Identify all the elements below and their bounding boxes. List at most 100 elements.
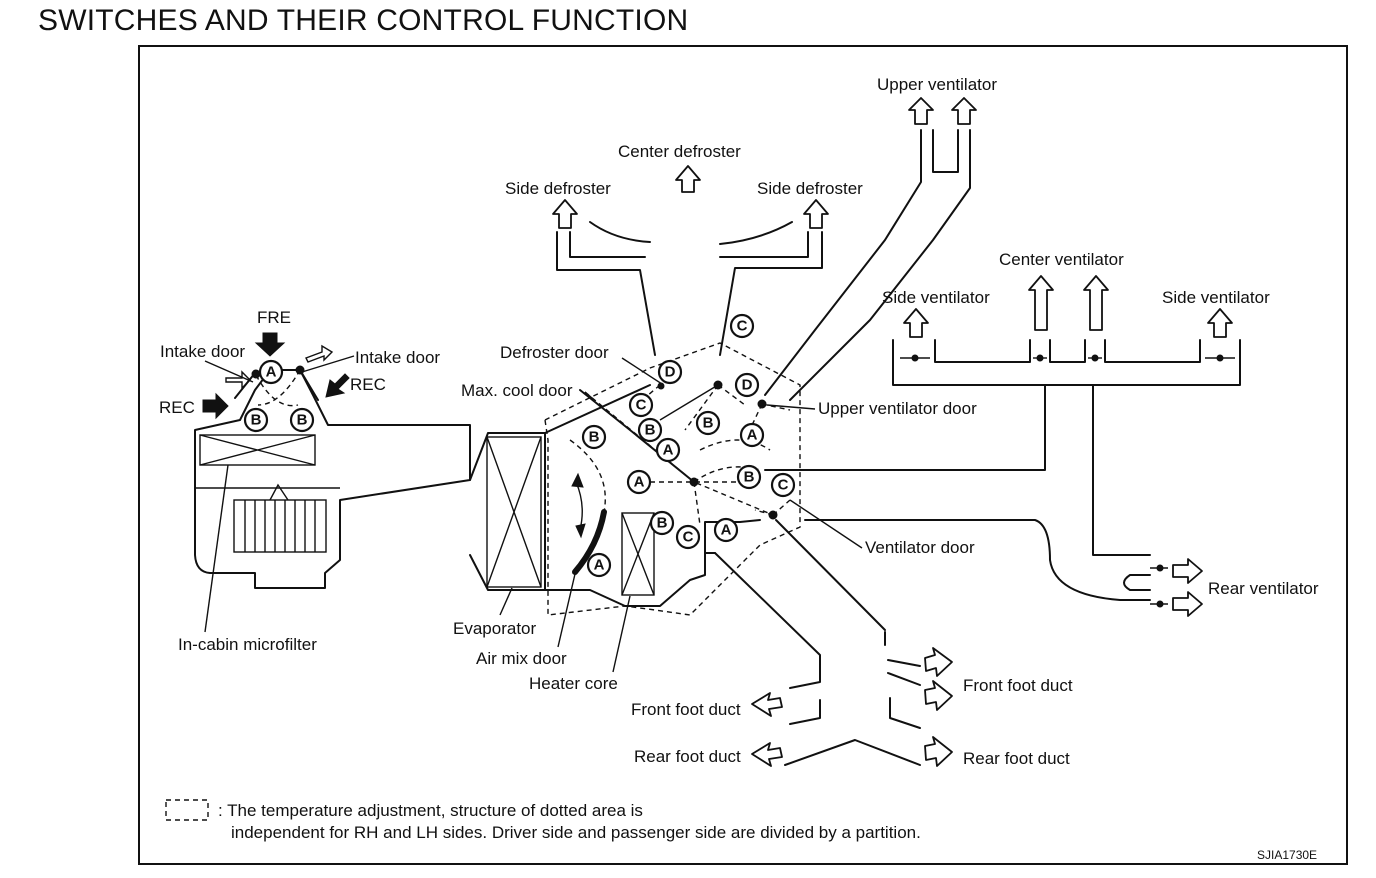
legend-line-1: : The temperature adjustment, structure … bbox=[218, 801, 643, 820]
svg-text:C: C bbox=[636, 397, 647, 414]
svg-text:A: A bbox=[634, 474, 645, 491]
temperature-dotted-area bbox=[544, 342, 801, 616]
svg-text:D: D bbox=[665, 364, 676, 381]
intake-unit bbox=[194, 369, 471, 589]
rear-foot-duct-left-label: Rear foot duct bbox=[634, 747, 741, 766]
microfilter-leader bbox=[204, 464, 229, 633]
ventilator-manifold bbox=[764, 339, 1241, 556]
intake-door-left-leader bbox=[204, 360, 254, 383]
air-mix-rotation-arrow bbox=[575, 481, 583, 531]
rec-right-arrow-icon bbox=[325, 373, 350, 398]
position-markers: A B B C D D C B B A A B A B C B C A A bbox=[243, 313, 796, 578]
side-ventilator-left-label: Side ventilator bbox=[882, 288, 990, 307]
marker-a-vent: A bbox=[713, 517, 739, 543]
marker-b-intake-left: B bbox=[243, 407, 269, 433]
heater-core-block bbox=[621, 512, 655, 596]
marker-a-maxcool: A bbox=[626, 469, 652, 495]
diagram-frame bbox=[138, 45, 1348, 865]
marker-b-airmix: B bbox=[649, 510, 675, 536]
air-mix-rotation-arrowheads bbox=[571, 472, 586, 539]
center-defroster-label: Center defroster bbox=[618, 142, 741, 161]
svg-text:A: A bbox=[594, 557, 605, 574]
marker-a-airmix: A bbox=[586, 552, 612, 578]
max-cool-door-leader bbox=[584, 391, 593, 399]
center-ventilator-label: Center ventilator bbox=[999, 250, 1124, 269]
marker-b-intake-right: B bbox=[289, 407, 315, 433]
svg-text:C: C bbox=[778, 477, 789, 494]
upper-ventilator-label: Upper ventilator bbox=[877, 75, 997, 94]
marker-d-upper: D bbox=[734, 372, 760, 398]
svg-text:B: B bbox=[589, 429, 600, 446]
marker-c-defroster: C bbox=[628, 392, 654, 418]
center-ventilator-arrows bbox=[1028, 275, 1109, 331]
evaporator-leader bbox=[499, 587, 513, 616]
evaporator-label: Evaporator bbox=[453, 619, 536, 638]
intake-door-pivot-left bbox=[251, 369, 261, 379]
evaporator-core bbox=[486, 436, 542, 588]
legend-line-2: independent for RH and LH sides. Driver … bbox=[231, 823, 921, 842]
page-title: SWITCHES AND THEIR CONTROL FUNCTION bbox=[38, 4, 689, 37]
rec-left-label: REC bbox=[159, 398, 195, 417]
marker-b-maxcool: B bbox=[581, 424, 607, 450]
svg-text:A: A bbox=[663, 442, 674, 459]
fre-label: FRE bbox=[257, 308, 291, 327]
marker-c-vent: C bbox=[770, 472, 796, 498]
marker-b-upper: B bbox=[695, 410, 721, 436]
marker-c-airmix: C bbox=[675, 524, 701, 550]
rec-left-arrow-icon bbox=[202, 392, 229, 420]
hvac-case bbox=[469, 384, 886, 666]
rear-foot-duct-right-label: Rear foot duct bbox=[963, 749, 1070, 768]
front-foot-duct-right-label: Front foot duct bbox=[963, 676, 1073, 695]
max-cool-door-label: Max. cool door bbox=[461, 381, 573, 400]
defroster-duct bbox=[556, 221, 823, 356]
upper-ventilator-duct bbox=[764, 129, 971, 401]
air-mix-door-swing bbox=[569, 439, 606, 513]
side-defroster-right-label: Side defroster bbox=[757, 179, 863, 198]
ventilator-door-label: Ventilator door bbox=[865, 538, 975, 557]
heater-core-leader bbox=[612, 595, 631, 673]
svg-text:B: B bbox=[297, 412, 308, 429]
svg-text:B: B bbox=[657, 515, 668, 532]
upper-ventilator-door-leader bbox=[766, 404, 816, 410]
svg-text:B: B bbox=[703, 415, 714, 432]
side-ventilator-arrows bbox=[903, 308, 1233, 338]
defroster-door-leader bbox=[621, 357, 663, 385]
diagram-code: SJIA1730E bbox=[1257, 848, 1317, 862]
upper-ventilator-arrows bbox=[908, 97, 977, 125]
intake-door-left-label: Intake door bbox=[160, 342, 245, 361]
svg-text:C: C bbox=[737, 318, 748, 335]
fre-arrow-icon bbox=[254, 332, 286, 357]
svg-text:B: B bbox=[251, 412, 262, 429]
svg-text:B: B bbox=[645, 422, 656, 439]
foot-duct-arrows bbox=[751, 647, 953, 767]
intake-door-right-leader bbox=[301, 355, 355, 373]
air-mix-door-leader bbox=[557, 573, 576, 648]
marker-c-top: C bbox=[729, 313, 755, 339]
side-defroster-left-label: Side defroster bbox=[505, 179, 611, 198]
heater-core-label: Heater core bbox=[529, 674, 618, 693]
in-cabin-microfilter-label: In-cabin microfilter bbox=[178, 635, 317, 654]
svg-text:A: A bbox=[266, 364, 277, 381]
front-foot-duct-left-label: Front foot duct bbox=[631, 700, 741, 719]
marker-a-fre: A bbox=[258, 359, 284, 385]
svg-text:A: A bbox=[747, 427, 758, 444]
defroster-door-label: Defroster door bbox=[500, 343, 609, 362]
svg-text:A: A bbox=[721, 522, 732, 539]
foot-ducts bbox=[784, 631, 921, 766]
ventilator-door-leader bbox=[789, 499, 863, 549]
marker-b-defroster: B bbox=[637, 417, 663, 443]
upper-ventilator-door-label: Upper ventilator door bbox=[818, 399, 977, 418]
marker-a-defroster: A bbox=[655, 437, 681, 463]
marker-a-upper: A bbox=[739, 422, 765, 448]
marker-d-defroster: D bbox=[657, 359, 683, 385]
rec-right-label: REC bbox=[350, 375, 386, 394]
svg-text:C: C bbox=[683, 529, 694, 546]
svg-text:B: B bbox=[744, 469, 755, 486]
defroster-arrows bbox=[552, 165, 829, 229]
legend-dotted-swatch bbox=[165, 799, 209, 821]
air-mix-door-label: Air mix door bbox=[476, 649, 567, 668]
rear-ventilator-label: Rear ventilator bbox=[1208, 579, 1319, 598]
intake-door-pivot-right bbox=[295, 365, 305, 375]
marker-b-vent: B bbox=[736, 464, 762, 490]
